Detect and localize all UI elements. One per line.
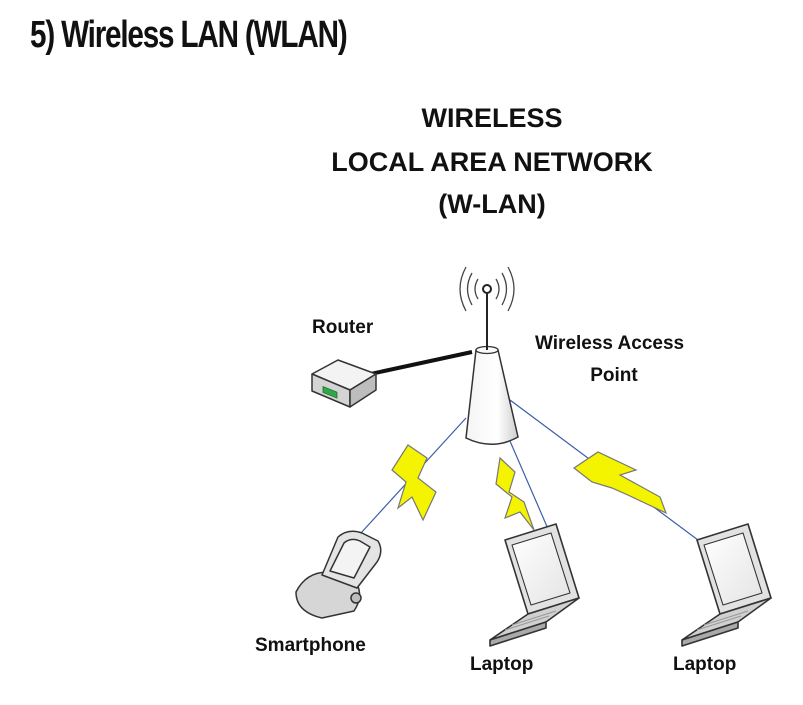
access-point-label-line-2: Point xyxy=(590,365,638,386)
access-point-label-line-1: Wireless Access xyxy=(535,333,684,354)
laptop-icon xyxy=(681,523,772,647)
smartphone-icon xyxy=(295,530,382,619)
access-point-icon xyxy=(459,266,519,445)
page-heading: 5) Wireless LAN (WLAN) xyxy=(30,14,348,56)
diagram-title-line-2: LOCAL AREA NETWORK xyxy=(331,147,653,177)
laptop-icon xyxy=(489,523,580,647)
diagram-title-line-1: WIRELESS xyxy=(421,103,562,133)
lightning-bolt-icons xyxy=(391,444,668,531)
laptop-label-2: Laptop xyxy=(673,654,736,675)
lightning-bolt-icon xyxy=(495,456,535,531)
router-label: Router xyxy=(312,317,374,338)
laptop-label-1: Laptop xyxy=(470,654,533,675)
lightning-bolt-icon xyxy=(572,451,668,515)
diagram-title-line-3: (W-LAN) xyxy=(438,189,545,219)
router-icon xyxy=(311,359,377,408)
lightning-bolt-icon xyxy=(391,444,437,522)
smartphone-label: Smartphone xyxy=(255,635,366,656)
